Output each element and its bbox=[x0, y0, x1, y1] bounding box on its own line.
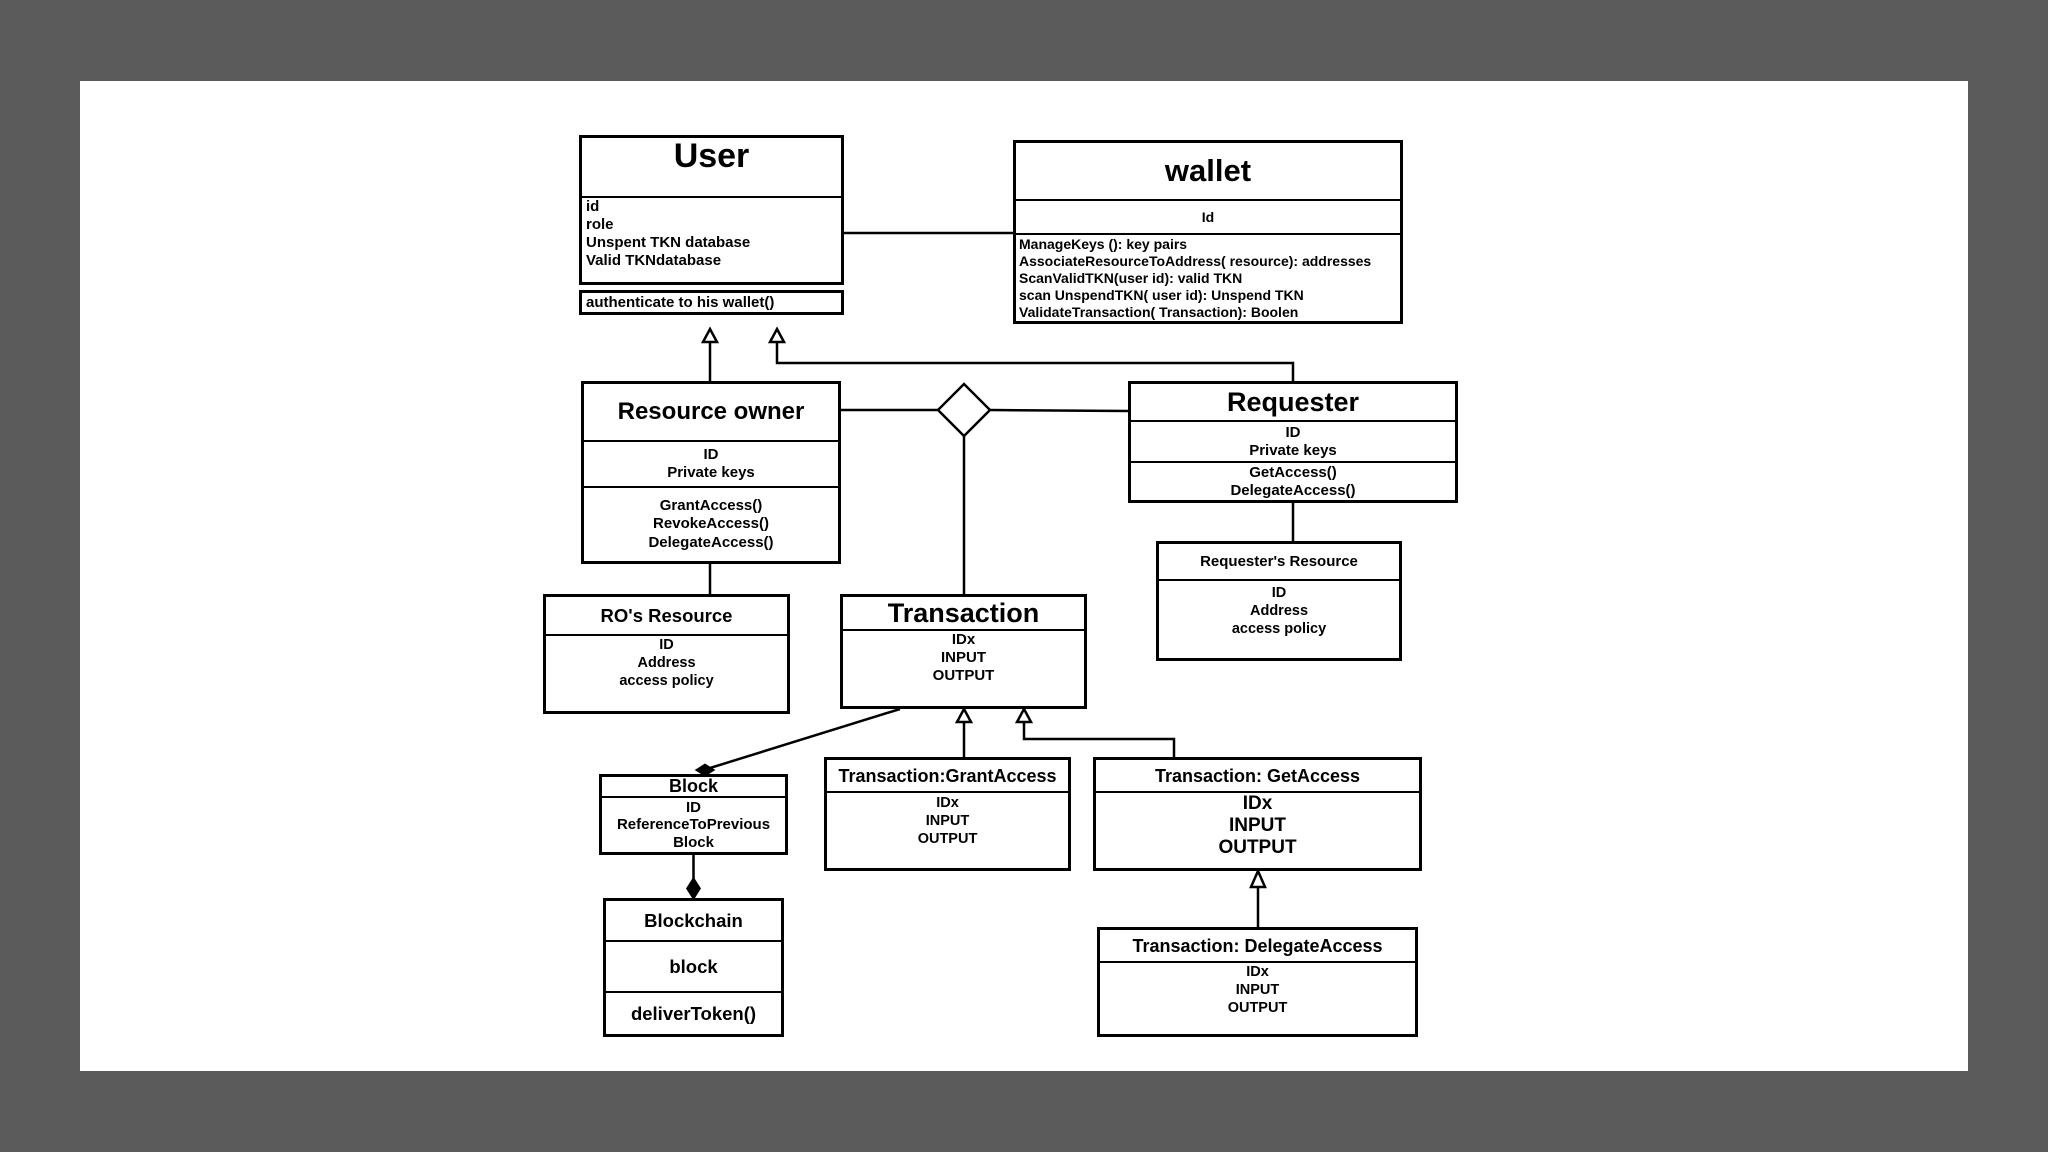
wallet-operations-compartment: ManageKeys (): key pairs AssociateResour… bbox=[1016, 233, 1400, 321]
get-access-class-title: Transaction: GetAccess bbox=[1154, 765, 1361, 786]
blockchain-class-title: Blockchain bbox=[644, 909, 743, 931]
wallet-operation: ScanValidTKN(user id): valid TKN bbox=[1019, 270, 1243, 286]
blockchain-class: Blockchain block deliverToken() bbox=[603, 898, 784, 1037]
user-operation: authenticate to his wallet() bbox=[586, 293, 775, 311]
user-operations-box: authenticate to his wallet() bbox=[579, 290, 844, 315]
ro-resource-attribute: ID bbox=[659, 637, 674, 653]
requester-resource-attribute: Address bbox=[1249, 603, 1309, 619]
wallet-class-title: wallet bbox=[1164, 153, 1252, 188]
delegate-access-transaction-class: Transaction: DelegateAccess IDx INPUT OU… bbox=[1097, 927, 1418, 1037]
wallet-name-compartment: wallet bbox=[1016, 143, 1400, 199]
blockchain-name-compartment: Blockchain bbox=[606, 901, 781, 940]
requester-resource-class: Requester's Resource ID Address access p… bbox=[1156, 541, 1402, 661]
wallet-attributes-compartment: Id bbox=[1016, 199, 1400, 233]
requester-attribute: ID bbox=[1285, 424, 1301, 441]
user-class-title: User bbox=[673, 137, 750, 175]
blockchain-attribute: block bbox=[669, 955, 718, 977]
user-attribute: id bbox=[586, 198, 600, 215]
get-access-transaction-class: Transaction: GetAccess IDx INPUT OUTPUT bbox=[1093, 757, 1422, 871]
block-name-compartment: Block bbox=[602, 777, 785, 796]
resource-owner-class-title: Resource owner bbox=[617, 398, 805, 425]
requester-resource-attribute: access policy bbox=[1231, 621, 1327, 637]
blockchain-operation: deliverToken() bbox=[630, 1002, 757, 1024]
resource-owner-attributes-compartment: ID Private keys bbox=[584, 440, 838, 486]
resource-owner-operation: GrantAccess() bbox=[659, 496, 763, 514]
block-attributes-compartment: ID ReferenceToPrevious Block bbox=[602, 796, 785, 852]
user-name-compartment: User bbox=[582, 138, 841, 196]
requester-attribute: Private keys bbox=[1249, 441, 1337, 459]
block-attribute: Block bbox=[673, 833, 714, 851]
block-attribute: ID bbox=[686, 798, 701, 816]
grant-access-attribute: INPUT bbox=[925, 813, 970, 829]
resource-owner-class: Resource owner ID Private keys GrantAcce… bbox=[581, 381, 841, 564]
transaction-attribute: INPUT bbox=[941, 649, 986, 666]
resource-owner-name-compartment: Resource owner bbox=[584, 384, 838, 440]
resource-owner-operation: DelegateAccess() bbox=[648, 533, 774, 551]
requester-operations-compartment: GetAccess() DelegateAccess() bbox=[1131, 461, 1455, 500]
wallet-operation: ManageKeys (): key pairs bbox=[1019, 236, 1188, 252]
transaction-attribute: OUTPUT bbox=[932, 667, 995, 684]
grant-access-attributes-compartment: IDx INPUT OUTPUT bbox=[827, 791, 1068, 868]
user-attribute: Valid TKNdatabase bbox=[586, 252, 722, 269]
delegate-access-attributes-compartment: IDx INPUT OUTPUT bbox=[1100, 961, 1415, 1034]
get-access-name-compartment: Transaction: GetAccess bbox=[1096, 760, 1419, 791]
delegate-access-class-title: Transaction: DelegateAccess bbox=[1132, 935, 1383, 956]
resource-owner-operations-compartment: GrantAccess() RevokeAccess() DelegateAcc… bbox=[584, 486, 838, 561]
requester-resource-class-title: Requester's Resource bbox=[1200, 552, 1358, 570]
wallet-attribute: Id bbox=[1201, 209, 1215, 225]
delegate-access-attribute: IDx bbox=[1246, 964, 1269, 980]
blockchain-operations-compartment: deliverToken() bbox=[606, 991, 781, 1034]
resource-owner-attribute: ID bbox=[703, 446, 719, 463]
ro-resource-class: RO's Resource ID Address access policy bbox=[543, 594, 790, 714]
block-class-title: Block bbox=[668, 776, 719, 796]
requester-resource-attribute: ID bbox=[1271, 585, 1287, 601]
user-operations-compartment: authenticate to his wallet() bbox=[582, 293, 841, 312]
requester-operation: GetAccess() bbox=[1249, 464, 1337, 481]
wallet-class: wallet Id ManageKeys (): key pairs Assoc… bbox=[1013, 140, 1403, 324]
ro-resource-attributes-compartment: ID Address access policy bbox=[546, 634, 787, 711]
transaction-class: Transaction IDx INPUT OUTPUT bbox=[840, 594, 1087, 709]
user-attributes-compartment: id role Unspent TKN database Valid TKNda… bbox=[582, 196, 841, 282]
grant-access-class-title: Transaction:GrantAccess bbox=[838, 765, 1057, 786]
block-attribute: ReferenceToPrevious bbox=[616, 816, 771, 834]
transaction-attributes-compartment: IDx INPUT OUTPUT bbox=[843, 629, 1084, 706]
grant-access-attribute: IDx bbox=[936, 795, 959, 811]
block-class: Block ID ReferenceToPrevious Block bbox=[599, 774, 788, 855]
user-class: User id role Unspent TKN database Valid … bbox=[579, 135, 844, 285]
get-access-attribute: INPUT bbox=[1229, 815, 1286, 836]
resource-owner-attribute: Private keys bbox=[667, 464, 755, 481]
user-attribute: Unspent TKN database bbox=[586, 234, 751, 251]
requester-operation: DelegateAccess() bbox=[1230, 481, 1356, 499]
transaction-name-compartment: Transaction bbox=[843, 597, 1084, 629]
delegate-access-attribute: OUTPUT bbox=[1227, 1000, 1288, 1016]
get-access-attribute: IDx bbox=[1242, 793, 1273, 814]
requester-class-title: Requester bbox=[1226, 387, 1360, 417]
requester-resource-name-compartment: Requester's Resource bbox=[1159, 544, 1399, 579]
grant-access-transaction-class: Transaction:GrantAccess IDx INPUT OUTPUT bbox=[824, 757, 1071, 871]
requester-class: Requester ID Private keys GetAccess() De… bbox=[1128, 381, 1458, 503]
transaction-class-title: Transaction bbox=[887, 598, 1040, 628]
blockchain-attributes-compartment: block bbox=[606, 940, 781, 991]
wallet-operation: ValidateTransaction( Transaction): Boole… bbox=[1019, 304, 1299, 320]
wallet-operation: scan UnspendTKN( user id): Unspend TKN bbox=[1019, 287, 1304, 303]
get-access-attribute: OUTPUT bbox=[1218, 837, 1297, 858]
wallet-operation: AssociateResourceToAddress( resource): a… bbox=[1019, 253, 1372, 269]
ro-resource-class-title: RO's Resource bbox=[600, 604, 733, 626]
grant-access-attribute: OUTPUT bbox=[917, 831, 978, 847]
requester-resource-attributes-compartment: ID Address access policy bbox=[1159, 579, 1399, 658]
requester-attributes-compartment: ID Private keys bbox=[1131, 420, 1455, 461]
ro-resource-attribute: access policy bbox=[619, 673, 714, 689]
ro-resource-attribute: Address bbox=[637, 655, 696, 671]
grant-access-name-compartment: Transaction:GrantAccess bbox=[827, 760, 1068, 791]
delegate-access-name-compartment: Transaction: DelegateAccess bbox=[1100, 930, 1415, 961]
get-access-attributes-compartment: IDx INPUT OUTPUT bbox=[1096, 791, 1419, 868]
resource-owner-operation: RevokeAccess() bbox=[653, 515, 769, 533]
transaction-attribute: IDx bbox=[951, 631, 976, 648]
ro-resource-name-compartment: RO's Resource bbox=[546, 597, 787, 634]
requester-name-compartment: Requester bbox=[1131, 384, 1455, 420]
user-attribute: role bbox=[586, 216, 614, 233]
delegate-access-attribute: INPUT bbox=[1235, 982, 1280, 998]
